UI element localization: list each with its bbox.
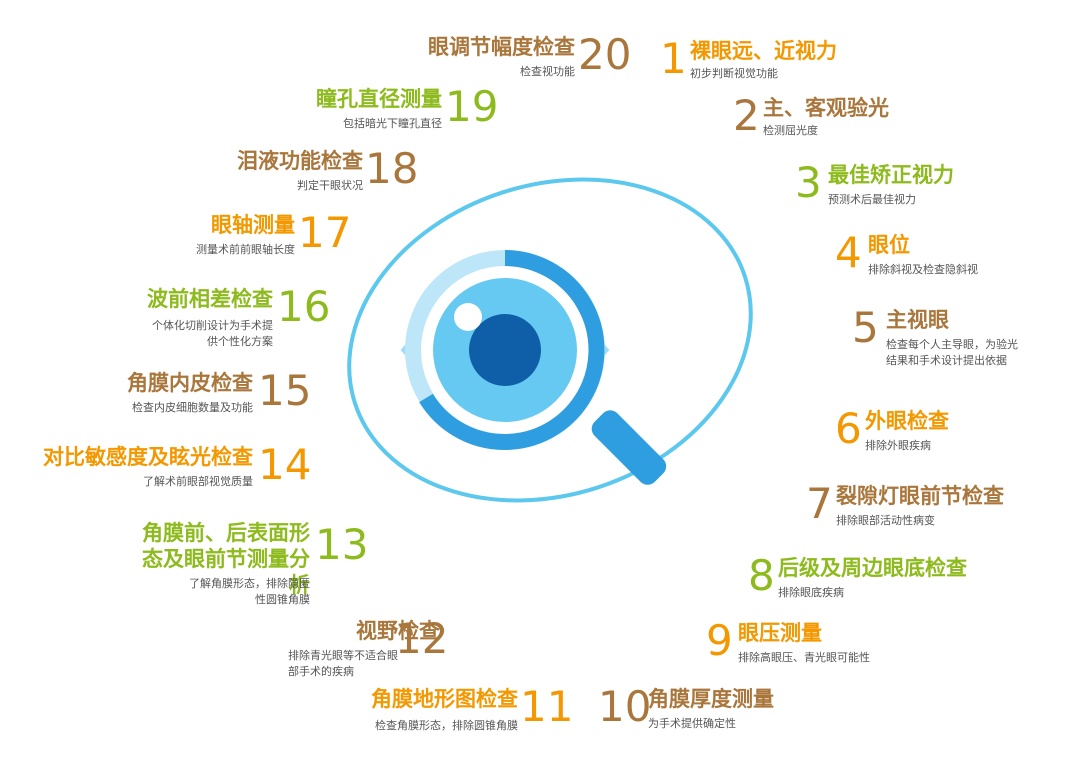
item-number: 20 — [578, 30, 632, 79]
check-item-6: 6 外眼检查 排除外眼疾病 — [835, 408, 1075, 458]
check-item-8: 8 后级及周边眼底检查 排除眼底疾病 — [748, 555, 1068, 605]
eye-magnifier-illustration — [347, 177, 753, 503]
item-number: 17 — [298, 208, 352, 257]
item-desc: 初步判断视觉功能 — [690, 67, 778, 80]
item-title: 眼调节幅度检查 — [428, 35, 575, 59]
item-title: 裂隙灯眼前节检查 — [836, 484, 1004, 508]
item-number: 3 — [795, 158, 822, 207]
item-title: 眼轴测量 — [211, 213, 295, 237]
check-item-10: 10 角膜厚度测量 为手术提供确定性 — [598, 686, 898, 736]
item-desc: 个体化切削设计为手术提供个性化方案 — [152, 319, 273, 348]
item-title: 对比敏感度及眩光检查 — [43, 445, 253, 469]
item-number: 2 — [733, 91, 760, 140]
item-number: 18 — [365, 144, 419, 193]
item-number: 9 — [706, 616, 733, 665]
item-title: 最佳矫正视力 — [828, 163, 954, 187]
check-item-9: 9 眼压测量 排除高眼压、青光眼可能性 — [706, 620, 1006, 670]
check-item-14: 对比敏感度及眩光检查 了解术前眼部视觉质量 14 — [18, 440, 312, 494]
check-item-4: 4 眼位 排除斜视及检查隐斜视 — [835, 232, 1075, 282]
item-desc: 包括暗光下瞳孔直径 — [343, 117, 442, 130]
item-desc: 排除外眼疾病 — [865, 439, 931, 452]
item-number: 15 — [258, 366, 312, 415]
item-desc: 检查内皮细胞数量及功能 — [132, 401, 253, 414]
item-desc: 检测屈光度 — [763, 124, 818, 137]
item-desc: 预测术后最佳视力 — [828, 193, 916, 206]
check-item-18: 泪液功能检查 判定干眼状况 18 — [215, 144, 419, 198]
item-title: 裸眼远、近视力 — [690, 39, 837, 63]
item-number: 12 — [395, 614, 449, 663]
item-title: 主视眼 — [886, 308, 949, 332]
item-number: 7 — [806, 479, 833, 528]
item-desc: 为手术提供确定性 — [648, 717, 736, 730]
item-title: 角膜前、后表面形态及眼前节测量分析 — [142, 521, 310, 597]
item-number: 4 — [835, 228, 862, 277]
check-item-1: 1 裸眼远、近视力 初步判断视觉功能 — [660, 38, 960, 88]
check-item-15: 角膜内皮检查 检查内皮细胞数量及功能 15 — [105, 370, 311, 420]
item-number: 10 — [598, 682, 652, 731]
check-item-17: 眼轴测量 测量术前前眼轴长度 17 — [170, 208, 352, 262]
check-item-5: 5 主视眼 检查每个人主导眼，为验光结果和手术设计提出依据 — [852, 307, 1072, 387]
item-desc: 了解术前眼部视觉质量 — [143, 475, 253, 488]
highlight-icon — [454, 303, 482, 331]
item-title: 视野检查 — [356, 619, 440, 643]
item-desc: 检查每个人主导眼，为验光结果和手术设计提出依据 — [886, 338, 1018, 367]
item-desc: 检查角膜形态，排除圆锥角膜 — [375, 719, 518, 732]
item-desc: 测量术前前眼轴长度 — [196, 243, 295, 256]
item-title: 眼压测量 — [738, 621, 822, 645]
item-title: 波前相差检查 — [147, 287, 273, 311]
outer-ring — [347, 177, 753, 503]
item-title: 角膜内皮检查 — [127, 371, 253, 395]
item-title: 外眼检查 — [865, 409, 949, 433]
check-item-12: 视野检查 排除青光眼等不适合眼部手术的疾病 12 — [270, 618, 448, 679]
item-number: 5 — [852, 303, 879, 352]
item-desc: 排除高眼压、青光眼可能性 — [738, 651, 870, 664]
check-item-3: 3 最佳矫正视力 预测术后最佳视力 — [795, 162, 1075, 212]
item-number: 6 — [835, 404, 862, 453]
item-desc: 排除眼部活动性病变 — [836, 514, 935, 527]
check-item-11: 角膜地形图检查 检查角膜形态，排除圆锥角膜 11 — [340, 682, 574, 736]
item-number: 8 — [748, 551, 775, 600]
item-desc: 判定干眼状况 — [297, 179, 363, 192]
item-number: 16 — [277, 282, 331, 331]
check-item-2: 2 主、客观验光 检测屈光度 — [733, 95, 1033, 145]
item-desc: 排除眼底疾病 — [778, 586, 844, 599]
item-desc: 了解角膜形态，排除隐匿性圆锥角膜 — [189, 577, 310, 606]
item-number: 1 — [660, 34, 687, 83]
check-item-13: 角膜前、后表面形态及眼前节测量分析 了解角膜形态，排除隐匿性圆锥角膜 13 — [120, 520, 369, 615]
item-number: 13 — [315, 520, 369, 569]
item-title: 泪液功能检查 — [237, 149, 363, 173]
item-title: 角膜地形图检查 — [371, 687, 518, 711]
item-desc: 排除斜视及检查隐斜视 — [868, 263, 978, 276]
item-number: 14 — [258, 440, 312, 489]
check-item-16: 波前相差检查 个体化切削设计为手术提供个性化方案 16 — [125, 286, 330, 351]
item-number: 11 — [520, 682, 574, 731]
check-item-19: 瞳孔直径测量 包括暗光下瞳孔直径 19 — [300, 86, 500, 136]
check-item-7: 7 裂隙灯眼前节检查 排除眼部活动性病变 — [806, 483, 1076, 533]
magnifier-handle — [591, 410, 667, 485]
item-desc: 检查视功能 — [520, 65, 575, 78]
check-item-20: 眼调节幅度检查 检查视功能 20 — [410, 34, 635, 84]
item-title: 眼位 — [868, 233, 910, 257]
magnifier-ring-arc — [419, 250, 605, 450]
item-title: 角膜厚度测量 — [648, 687, 774, 711]
item-title: 瞳孔直径测量 — [316, 87, 442, 111]
item-desc: 排除青光眼等不适合眼部手术的疾病 — [288, 649, 398, 678]
item-title: 后级及周边眼底检查 — [778, 556, 967, 580]
item-title: 主、客观验光 — [763, 96, 889, 120]
pupil-icon — [469, 314, 541, 386]
item-number: 19 — [445, 82, 499, 131]
